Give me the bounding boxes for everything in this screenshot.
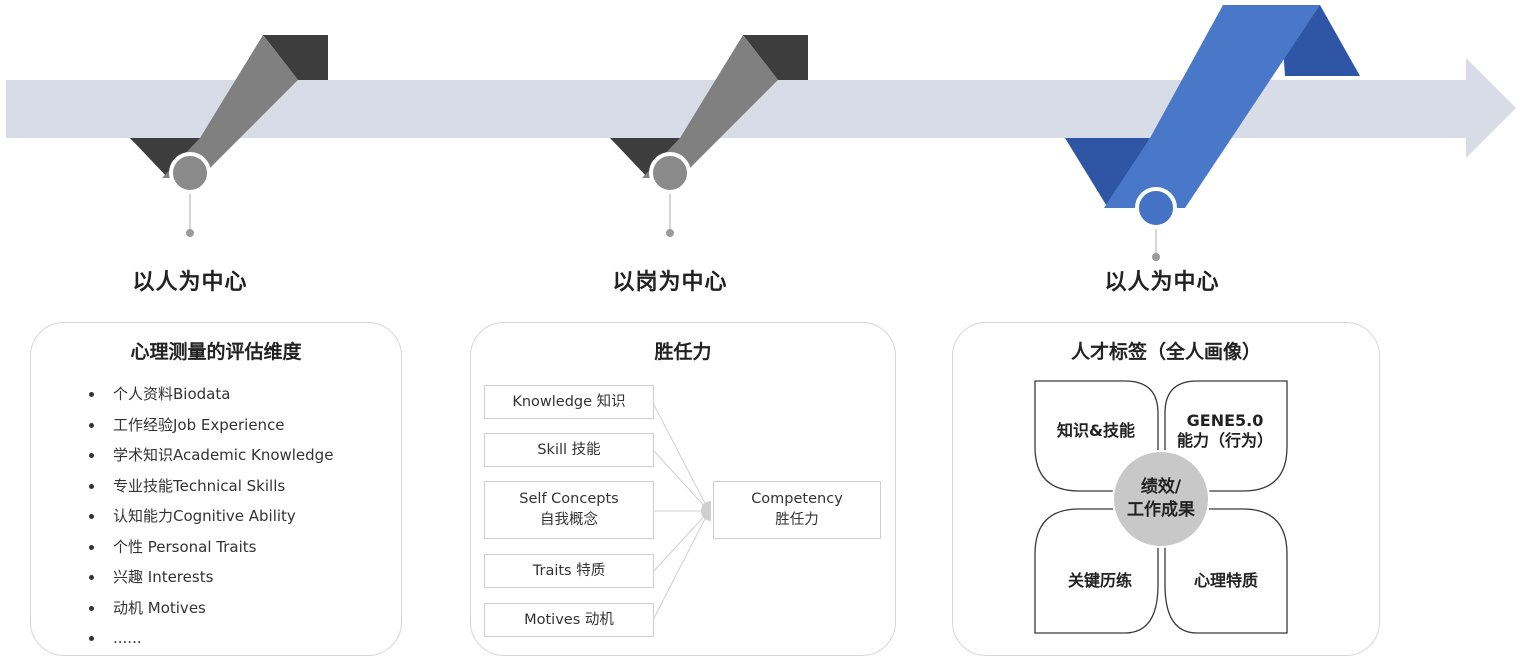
list-item: 专业技能Technical Skills [89, 471, 333, 502]
petal-label-psych-traits: 心理特质 [1193, 571, 1258, 590]
list-item: 学术知识Academic Knowledge [89, 440, 333, 471]
petal-label-line: GENE5.0 [1186, 411, 1264, 430]
box-label: Traits 特质 [532, 562, 606, 579]
list-item: 动机 Motives [89, 593, 333, 624]
center-circle [1112, 450, 1210, 548]
petal-top-right [1164, 380, 1288, 492]
stage-2-ribbon [610, 35, 808, 178]
stage-2-title: 以岗为中心 [612, 270, 728, 295]
list-item: 个性 Personal Traits [89, 532, 333, 563]
box-label: 胜任力 [775, 512, 819, 528]
center-label-line: 绩效/ [1140, 477, 1182, 497]
list-item: 个人资料Biodata [89, 379, 333, 410]
stage-3-node [1135, 187, 1177, 261]
card-talent-tags: 人才标签（全人画像） 知识&技能 GENE5.0 能力（行为） 关键历练 心理特… [952, 322, 1380, 656]
stage-1-ribbon [130, 35, 328, 178]
center-label: 绩效/ 工作成果 [1111, 476, 1211, 522]
petal-label-line: 能力（行为） [1176, 431, 1273, 450]
connector-lines [652, 402, 711, 621]
box-label: 自我概念 [540, 512, 598, 528]
card-2-title: 胜任力 [654, 341, 712, 363]
box-label: Skill 技能 [537, 441, 601, 458]
output-box-competency: Competency 胜任力 [713, 481, 881, 539]
stage-1-node [169, 152, 211, 237]
stage-3-ribbon [1065, 5, 1360, 208]
petal-label-knowledge-skills: 知识&技能 [1057, 421, 1135, 440]
card-3-title: 人才标签（全人画像） [1070, 341, 1261, 363]
list-item: 认知能力Cognitive Ability [89, 501, 333, 532]
box-label: Self Concepts [519, 491, 619, 507]
card-psychometric-dimensions: 心理测量的评估维度 个人资料Biodata 工作经验Job Experience… [30, 322, 402, 656]
center-label-line: 工作成果 [1127, 500, 1195, 520]
dimension-list: 个人资料Biodata 工作经验Job Experience 学术知识Acade… [89, 379, 333, 654]
stage-1-title: 以人为中心 [132, 270, 248, 295]
input-box-self-concepts: Self Concepts 自我概念 [484, 481, 654, 539]
petal-label-gene-ability: GENE5.0 能力（行为） [1165, 411, 1285, 451]
card-1-title: 心理测量的评估维度 [130, 341, 302, 363]
timeline-diagram [6, 5, 1516, 261]
box-label: Competency [751, 491, 843, 507]
input-box-traits: Traits 特质 [484, 554, 654, 588]
petal-bottom-right [1164, 508, 1288, 634]
box-label: Knowledge 知识 [512, 393, 626, 410]
list-item: 工作经验Job Experience [89, 410, 333, 441]
petal-bottom-left [1034, 508, 1159, 634]
input-box-skill: Skill 技能 [484, 433, 654, 467]
petal-label-key-experience: 关键历练 [1067, 571, 1132, 590]
stage-3-title: 以人为中心 [1104, 270, 1220, 295]
list-item: ...... [89, 623, 333, 654]
input-box-motives: Motives 动机 [484, 603, 654, 637]
timeline-arrow [6, 58, 1516, 158]
list-item: 兴趣 Interests [89, 562, 333, 593]
stage-2-node [649, 152, 691, 237]
petal-diagram [1034, 380, 1288, 634]
card-competency: 胜任力 Knowledge 知识 Skill 技能 Self Concepts … [470, 322, 896, 656]
box-label: Motives 动机 [524, 611, 614, 628]
input-box-knowledge: Knowledge 知识 [484, 385, 654, 419]
